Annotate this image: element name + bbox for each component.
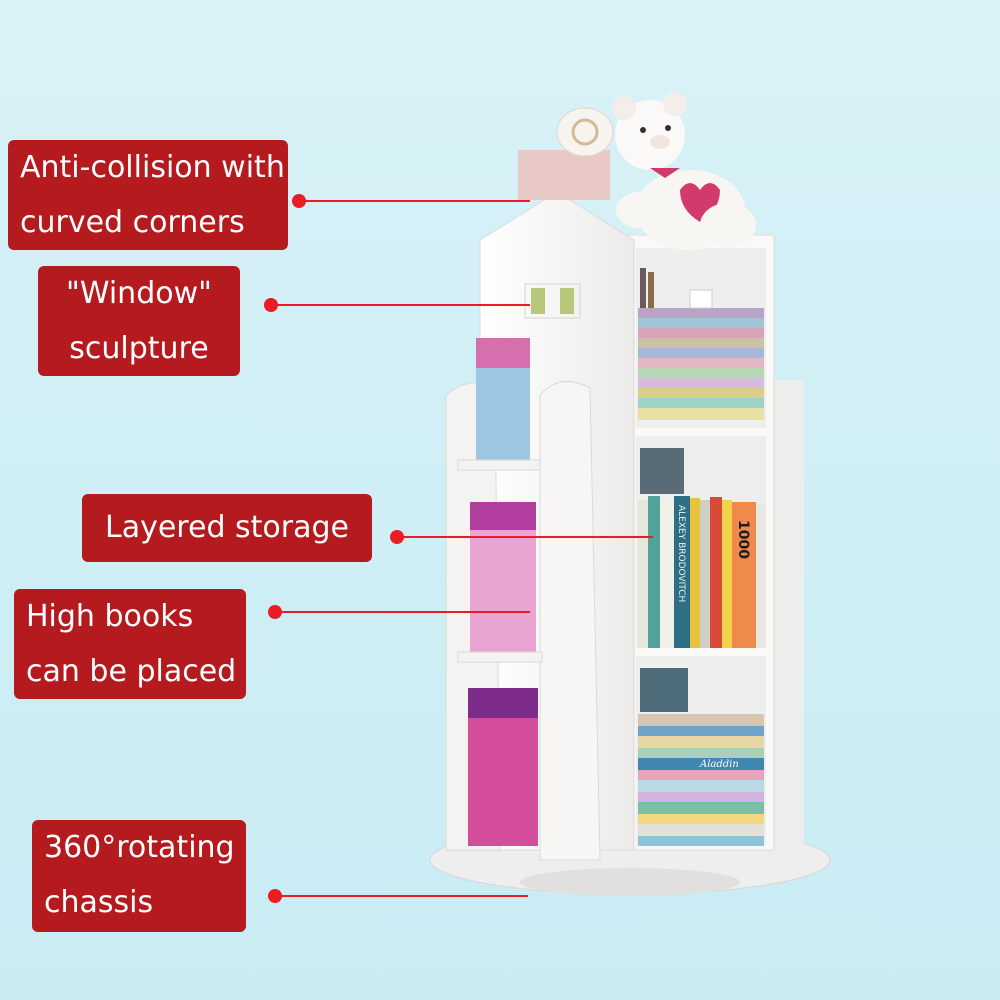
callout-high-books: High books can be placed [14,589,246,699]
window-pane-left [531,288,545,314]
callout-high-books-line2: can be placed [26,654,237,689]
book-alexey-title: ALEXEY BRODOVITCH [676,505,686,602]
pointer-line-high-books [276,611,530,613]
book-1000-title: 1000 [735,520,751,559]
pointer-line-window [272,304,530,306]
snail-shell-spiral [571,118,599,146]
upright-books-middle [638,448,766,648]
callout-window-sculpture-line2: sculpture [69,331,209,366]
rack-rail-2 [457,651,543,663]
callout-window-sculpture: "Window" sculpture [38,266,240,376]
right-side-panel [770,380,804,850]
teddy-bear-decor [612,92,756,250]
stacked-books-top [638,268,764,420]
pointer-dot-window [264,298,278,312]
callout-layered-storage: Layered storage [82,494,372,562]
pink-box-decor [518,150,610,200]
callout-anti-collision-line2: curved corners [20,205,245,240]
front-rack-panel-right [539,380,601,861]
pointer-dot-high-books [268,605,282,619]
rack-rail-1 [457,459,541,471]
callout-rotating-chassis-line1: 360°rotating [44,830,235,865]
pointer-line-anti-collision [300,200,530,202]
callout-anti-collision-line1: Anti-collision with [20,150,285,185]
pointer-dot-layered [390,530,404,544]
pointer-line-chassis [276,895,528,897]
window-frame [524,283,581,319]
front-book-middle-title [470,502,536,530]
callout-rotating-chassis: 360°rotating chassis [32,820,246,932]
stacked-books-bottom [638,668,764,846]
front-book-top-title [476,338,530,368]
pointer-dot-anti-collision [292,194,306,208]
callout-window-sculpture-line1: "Window" [66,276,212,311]
callout-layered-storage-text: Layered storage [105,510,349,545]
callout-rotating-chassis-line2: chassis [44,885,154,920]
pointer-line-layered [398,536,653,538]
callout-anti-collision: Anti-collision with curved corners [8,140,288,250]
callout-high-books-line1: High books [26,599,194,634]
snail-decor [556,107,614,157]
window-pane-right [560,288,574,314]
rotating-chassis-base [520,868,740,896]
pointer-dot-chassis [268,889,282,903]
book-aladdin-title: Aladdin [699,759,739,770]
front-book-bottom-title [468,688,538,718]
